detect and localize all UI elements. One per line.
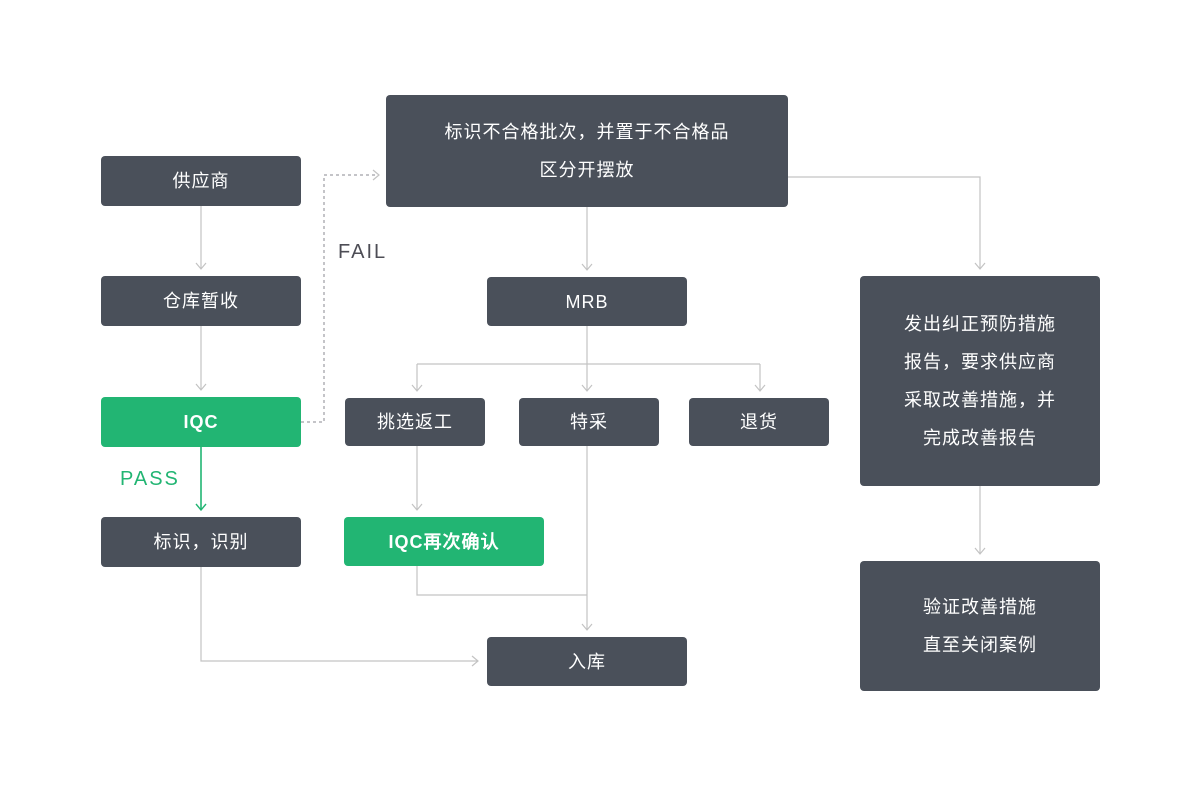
node-special-accept-label: 特采 <box>570 412 608 432</box>
node-warehouse-hold: 仓库暂收 <box>101 276 301 326</box>
node-mark-identify: 标识，识别 <box>101 517 301 567</box>
node-sort-rework: 挑选返工 <box>345 398 485 446</box>
node-capa-report: 发出纠正预防措施 报告，要求供应商 采取改善措施，并 完成改善报告 <box>860 276 1100 486</box>
node-mrb-label: MRB <box>565 291 609 312</box>
node-special-accept: 特采 <box>519 398 659 446</box>
connector-iqc-fail <box>301 169 380 423</box>
node-mrb: MRB <box>487 277 687 326</box>
edge-label-pass: PASS <box>120 468 180 490</box>
node-capa-line4: 完成改善报告 <box>923 428 1037 448</box>
node-verify-close-line2: 直至关闭案例 <box>923 635 1037 655</box>
node-nonconforming-line2: 区分开摆放 <box>539 160 635 180</box>
node-mark-identify-label: 标识，识别 <box>153 532 249 552</box>
node-sort-rework-label: 挑选返工 <box>377 412 453 432</box>
node-iqc-label: IQC <box>183 412 219 432</box>
node-supplier: 供应商 <box>101 156 301 206</box>
node-verify-close: 验证改善措施 直至关闭案例 <box>860 561 1100 691</box>
node-iqc-recheck: IQC再次确认 <box>344 517 544 566</box>
connector-mrb-branch-trunk <box>417 326 760 365</box>
node-capa-line2: 报告，要求供应商 <box>904 352 1056 372</box>
connector-markidentify-warehousein <box>200 567 479 667</box>
node-warehouse-hold-label: 仓库暂收 <box>163 291 239 311</box>
node-warehouse-in: 入库 <box>487 637 687 686</box>
node-nonconforming-line1: 标识不合格批次，并置于不合格品 <box>444 122 730 142</box>
node-return-goods: 退货 <box>689 398 829 446</box>
node-verify-close-line1: 验证改善措施 <box>923 597 1037 617</box>
connector-nonconforming-capa <box>788 176 986 270</box>
node-nonconforming-batch: 标识不合格批次，并置于不合格品 区分开摆放 <box>386 95 788 207</box>
node-supplier-label: 供应商 <box>172 171 230 191</box>
node-iqc: IQC <box>101 397 301 447</box>
node-warehouse-in-label: 入库 <box>568 651 606 672</box>
node-return-goods-label: 退货 <box>740 412 778 432</box>
node-capa-line3: 采取改善措施，并 <box>904 390 1056 410</box>
edge-label-fail: FAIL <box>338 241 388 263</box>
connector-iqcrecheck-join <box>416 566 587 596</box>
node-iqc-recheck-label: IQC再次确认 <box>388 531 500 552</box>
node-capa-line1: 发出纠正预防措施 <box>904 314 1056 334</box>
